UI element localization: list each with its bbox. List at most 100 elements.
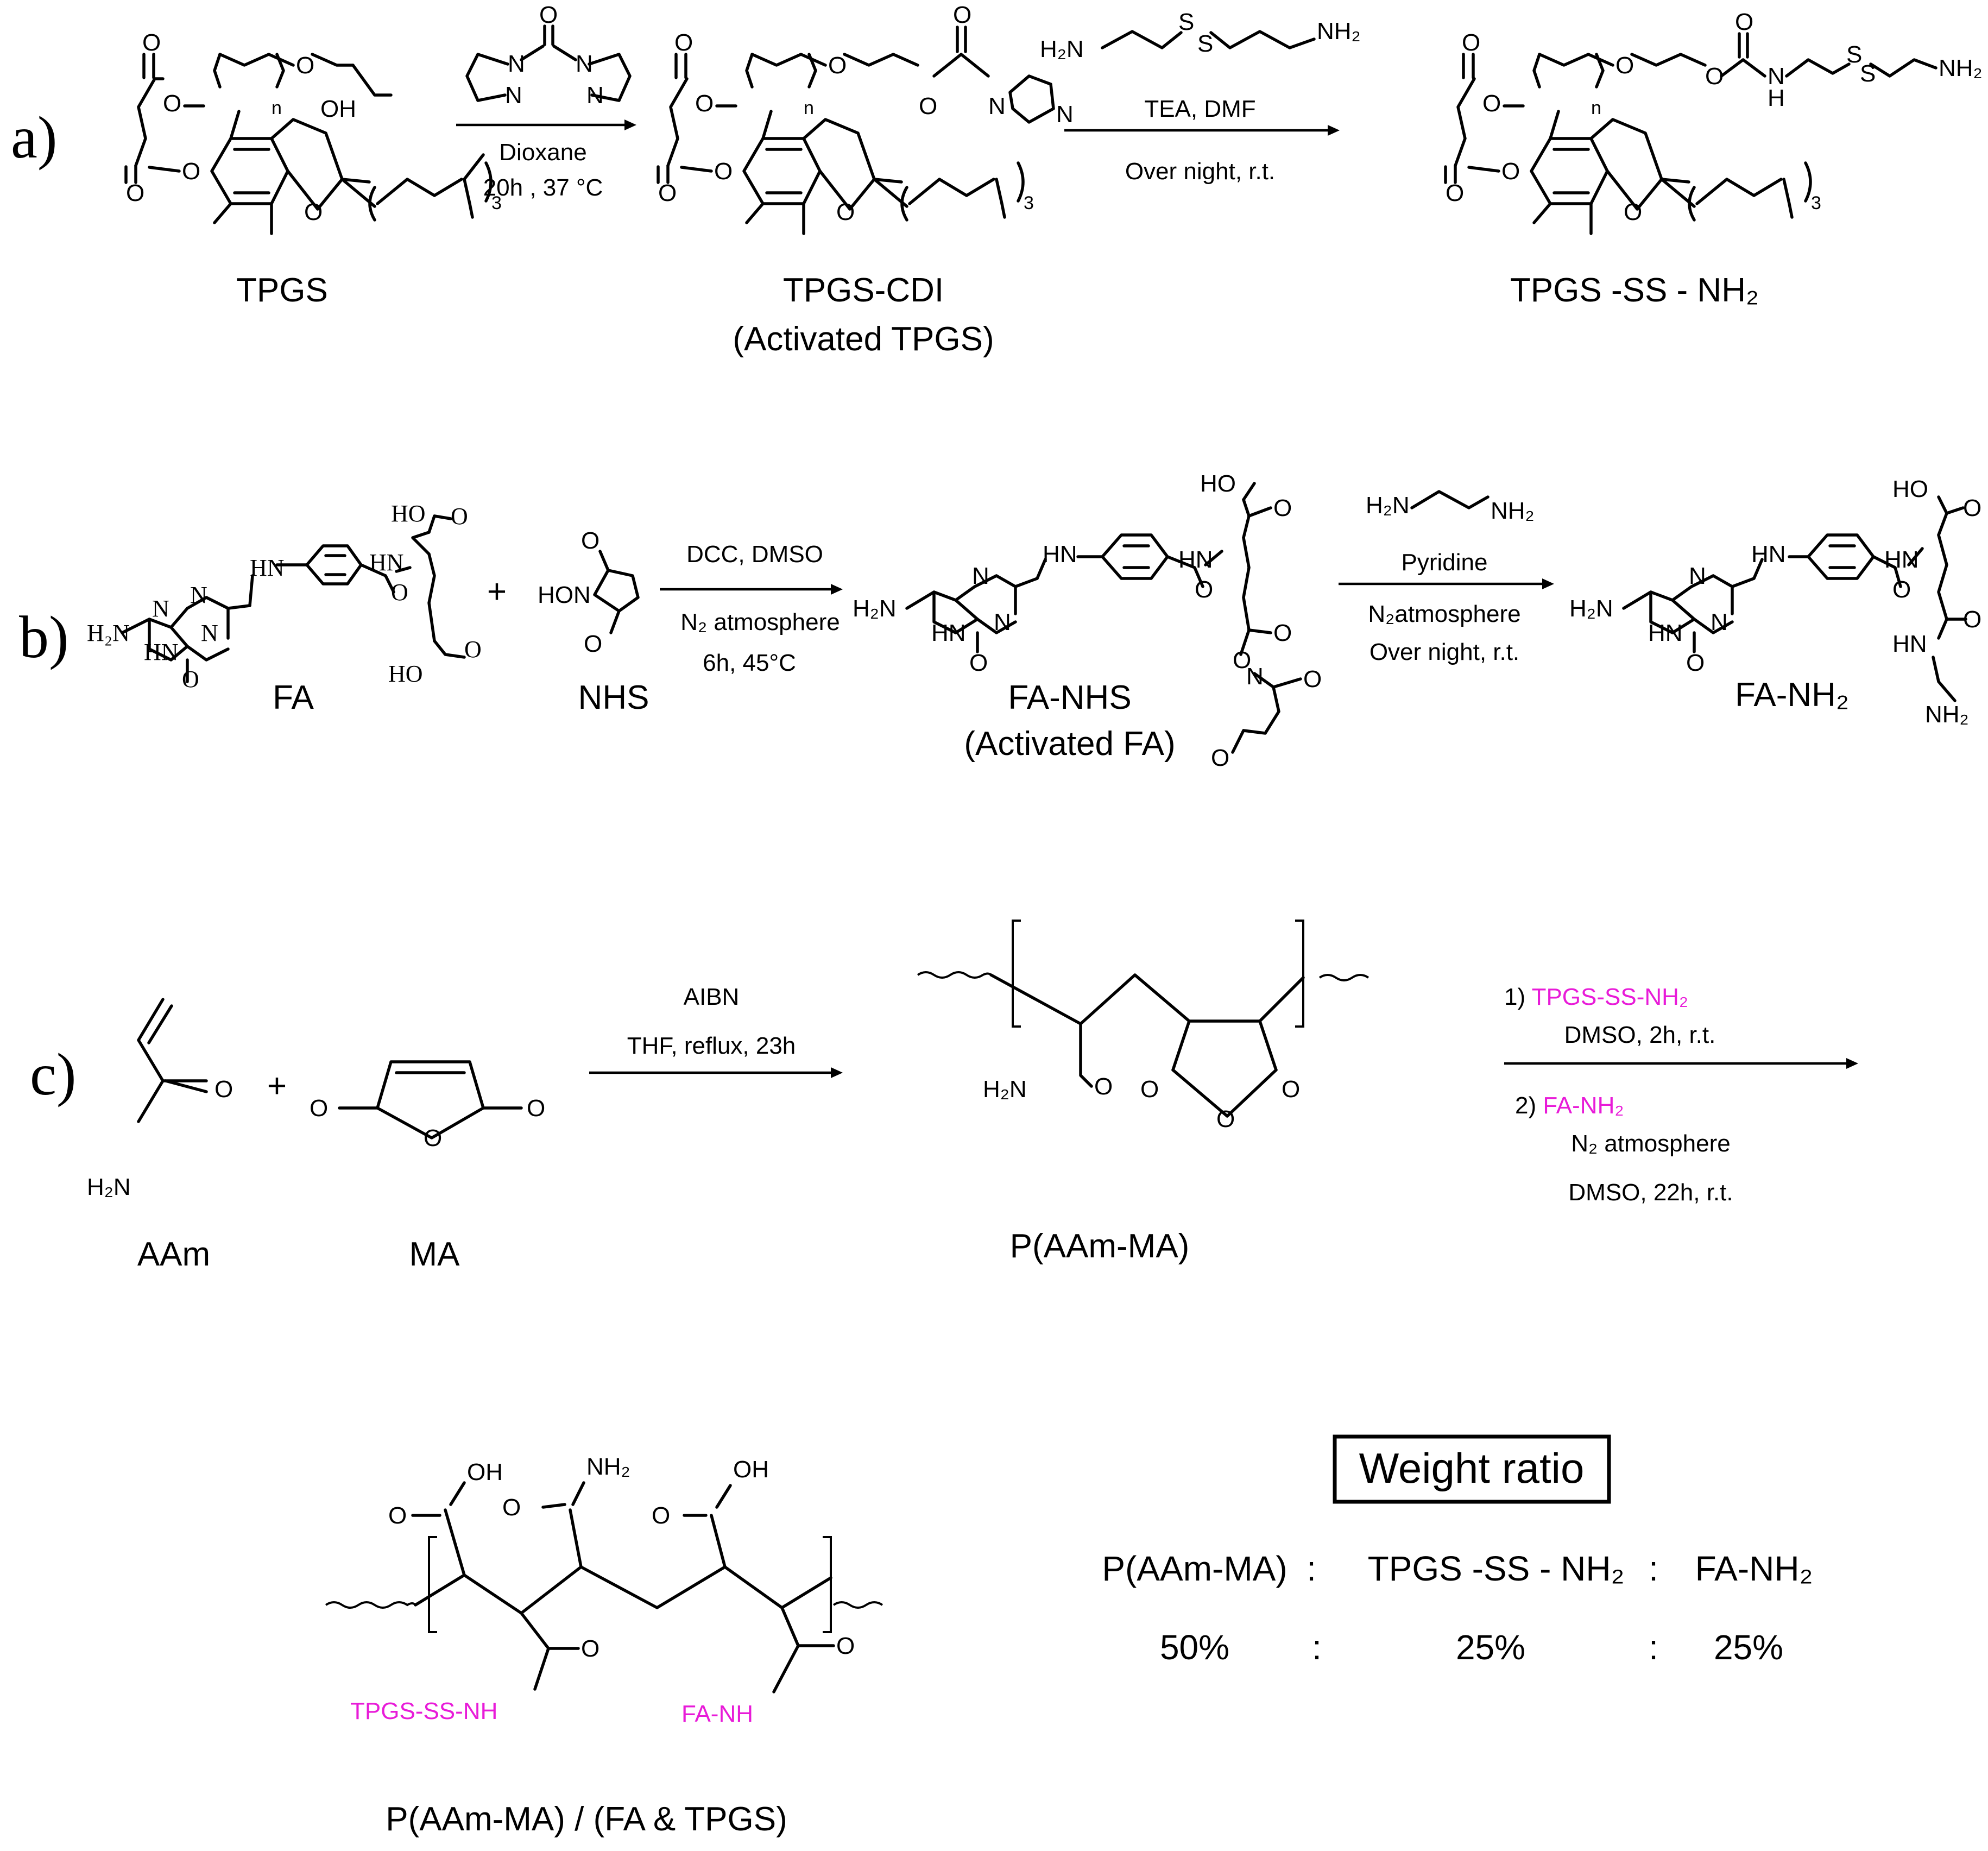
fa-n1: N [152, 595, 169, 622]
b-cond1-line2: N₂ atmosphere [680, 609, 840, 635]
fanhs-hn2: HN [1043, 541, 1077, 568]
tpgs-ss-nh2-structure [1444, 32, 1937, 235]
tpgs-chroman-o: O [304, 199, 323, 225]
fanhs-n3: N [1246, 663, 1264, 690]
tpgs-oh: OH [320, 96, 356, 122]
b-cond1-line1: DCC, DMSO [686, 541, 823, 568]
nhs-o1: O [581, 527, 599, 554]
prod-n: N [1768, 63, 1785, 90]
ma-label: MA [409, 1236, 460, 1273]
final-polymer-structure [325, 1481, 883, 1693]
final-o4: O [581, 1635, 599, 1662]
cystamine-nh2: NH₂ [1317, 18, 1361, 45]
paam-ma-h2n: H₂N [983, 1076, 1027, 1103]
prod-s2: S [1860, 60, 1876, 87]
ma-o1: O [310, 1095, 328, 1122]
b-cond1-line3: 6h, 45°C [703, 650, 796, 676]
a-cond1-line1: Dioxane [499, 139, 586, 166]
fanhs-o7: O [1211, 745, 1229, 771]
tpgs-ss-nh2-label: TPGS -SS - NH₂ [1510, 272, 1759, 309]
fanh2-n1: N [1689, 563, 1706, 589]
ratio-colon-1: : [1307, 1549, 1316, 1588]
fanh2-n2: N [1711, 609, 1728, 635]
ma-o2: O [424, 1125, 442, 1151]
aam-structure [137, 998, 208, 1123]
cdi-n1: N [508, 51, 525, 77]
fanhs-hn: HN [931, 620, 966, 646]
nhs-o2: O [584, 631, 602, 657]
fa-ho1: HO [391, 500, 426, 527]
fa-nh2-label: FA-NH₂ [1735, 676, 1849, 714]
fa-ho2: HO [388, 660, 423, 687]
tpgs-carbonyl-o: O [142, 29, 161, 56]
tpgs-cdi-o3: O [658, 180, 677, 206]
final-tpgs-ss-nh-substituent: TPGS-SS-NH [350, 1698, 497, 1724]
fanh2-hn: HN [1648, 620, 1683, 646]
ratio-colon-2: : [1649, 1549, 1658, 1588]
fanhs-ho: HO [1200, 470, 1236, 497]
cdi-n4: N [586, 82, 604, 109]
aam-h2n: H₂N [87, 1174, 131, 1200]
tpgs-cdi-o6: O [919, 93, 937, 119]
fa-h2n: H₂N [87, 620, 130, 646]
c-cond2-step1-reagent: TPGS-SS-NH₂ [1532, 984, 1688, 1010]
a-cond2-line2: Over night, r.t. [1125, 158, 1275, 185]
cystamine-s2: S [1197, 30, 1213, 57]
cystamine-h2n: H₂N [1040, 36, 1084, 62]
b-plus-sign: + [487, 573, 507, 610]
paam-ma-o3: O [1216, 1106, 1235, 1132]
tpgs-carbonyl-o2: O [126, 180, 144, 206]
c-cond2-step2-reagent: FA-NH₂ [1543, 1092, 1624, 1119]
c-cond2-step1-cond: DMSO, 2h, r.t. [1564, 1022, 1716, 1048]
final-polymer-label: P(AAm-MA) / (FA & TPGS) [386, 1800, 787, 1838]
prod-o4: O [1501, 158, 1520, 185]
ma-structure [338, 1060, 523, 1139]
c-cond1-line1: AIBN [684, 984, 740, 1010]
tpgs-cdi-o2: O [695, 90, 714, 117]
prod-o6: O [1705, 63, 1724, 90]
fa-nhs-label: FA-NHS [1008, 679, 1131, 716]
fanh2-o2: O [1892, 576, 1911, 603]
fanhs-h2n: H₂N [853, 595, 897, 622]
final-o1: O [388, 1502, 407, 1529]
fanhs-n1: N [972, 563, 989, 589]
cystamine-s1: S [1178, 9, 1194, 35]
ratio-component-tpgs: TPGS -SS - NH₂ [1368, 1549, 1625, 1588]
b-cond2-line1: Pyridine [1402, 549, 1488, 576]
final-fa-nh-substituent: FA-NH [681, 1701, 753, 1727]
paam-ma-o1: O [1094, 1073, 1113, 1100]
prod-chroman-o: O [1624, 199, 1642, 225]
fanh2-h2n: H₂N [1569, 595, 1613, 622]
ratio-component-paam-ma: P(AAm-MA) [1102, 1549, 1287, 1588]
c-cond2-step1-prefix: 1) [1504, 984, 1532, 1010]
cdi-o: O [539, 2, 558, 28]
b-cond2-line2: N₂atmosphere [1368, 601, 1520, 627]
fa-hn3: HN [369, 549, 404, 576]
ratio-value-colon-1: : [1312, 1628, 1322, 1667]
fanh2-o3: O [1963, 495, 1981, 521]
tpgs-cdi-label: TPGS-CDI [783, 272, 944, 309]
prod-peg-n: n [1591, 98, 1601, 118]
final-o5: O [836, 1633, 855, 1659]
prod-h: H [1768, 85, 1785, 111]
fa-structure [121, 514, 466, 683]
c-cond2-step2-cond2: DMSO, 22h, r.t. [1568, 1179, 1733, 1206]
fanhs-o4: O [1273, 620, 1292, 646]
fanh2-o1: O [1686, 650, 1705, 676]
c-cond2-step2-prefix: 2) [1515, 1092, 1543, 1119]
fanh2-o4: O [1963, 606, 1981, 633]
paam-ma-o2: O [1140, 1076, 1159, 1103]
ratio-value-paam-ma: 50% [1160, 1628, 1229, 1667]
panel-c-label: c) [30, 1041, 76, 1107]
tpgs-cdi-n1: N [988, 93, 1006, 119]
paam-ma-structure [917, 920, 1369, 1118]
c-plus-sign: + [267, 1067, 287, 1105]
tpgs-peg-n: n [272, 98, 282, 118]
prod-o1: O [1462, 29, 1480, 56]
fa-nhs-sublabel: (Activated FA) [964, 725, 1175, 763]
fa-hn: HN [144, 639, 179, 665]
final-oh2: OH [733, 1456, 769, 1483]
fa-o3: O [451, 503, 468, 530]
weight-ratio-title: Weight ratio [1359, 1444, 1585, 1492]
